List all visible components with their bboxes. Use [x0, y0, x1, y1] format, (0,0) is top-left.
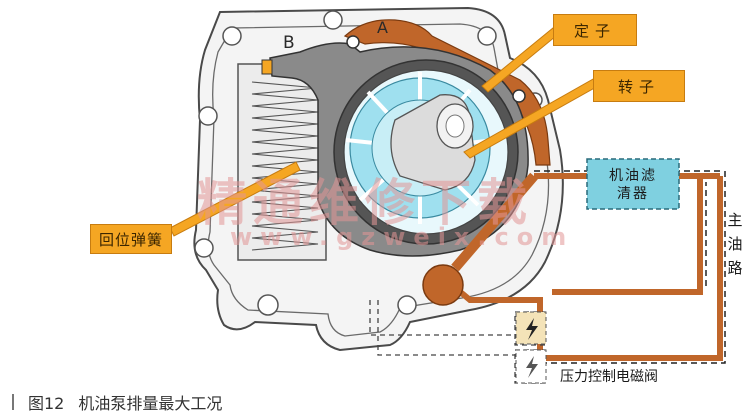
callout-rotor: 转子: [593, 70, 685, 102]
oil-filter-line2: 清器: [617, 186, 649, 202]
callout-stator-text: 定子: [573, 21, 616, 40]
spring-chamber: [237, 63, 327, 261]
pivot-pin: [512, 89, 526, 103]
callout-return-spring-text: 回位弹簧: [98, 230, 163, 249]
zone-a-label: A: [377, 18, 388, 37]
callout-stator: 定子: [553, 14, 637, 46]
oil-filter: [586, 158, 680, 210]
figure-caption: 图12 机油泵排量最大工况: [12, 386, 222, 418]
outlet-port: [422, 264, 464, 306]
zone-b-label: B: [283, 33, 295, 53]
oil-filter-line1: 机油滤: [609, 168, 657, 184]
main-oil-path-char: 主: [727, 211, 743, 229]
caption-marker: [12, 394, 14, 410]
return-spring: [251, 81, 319, 251]
main-oil-path-char: 路: [727, 259, 743, 277]
callout-leaders: [169, 27, 599, 237]
figure-title: 机油泵排量最大工况: [78, 394, 223, 413]
lightning-icon: [526, 356, 538, 378]
watermark-url: www.gzweix.com: [230, 223, 575, 251]
figure-number: 图12: [28, 394, 65, 413]
solenoid-valve-label: 压力控制电磁阀: [560, 369, 658, 385]
rotor: [345, 72, 497, 224]
callout-return-spring: 回位弹簧: [90, 224, 172, 254]
watermark-text: 精通维修下载: [197, 173, 533, 232]
main-oil-path-char: 油: [727, 235, 743, 253]
oil-filter-label: 机油滤 清器: [587, 161, 679, 209]
main-oil-path-label: 主 油 路: [725, 208, 745, 280]
pivot-pin: [346, 35, 360, 49]
lightning-icon: [526, 318, 538, 340]
callout-rotor-text: 转子: [617, 77, 660, 96]
